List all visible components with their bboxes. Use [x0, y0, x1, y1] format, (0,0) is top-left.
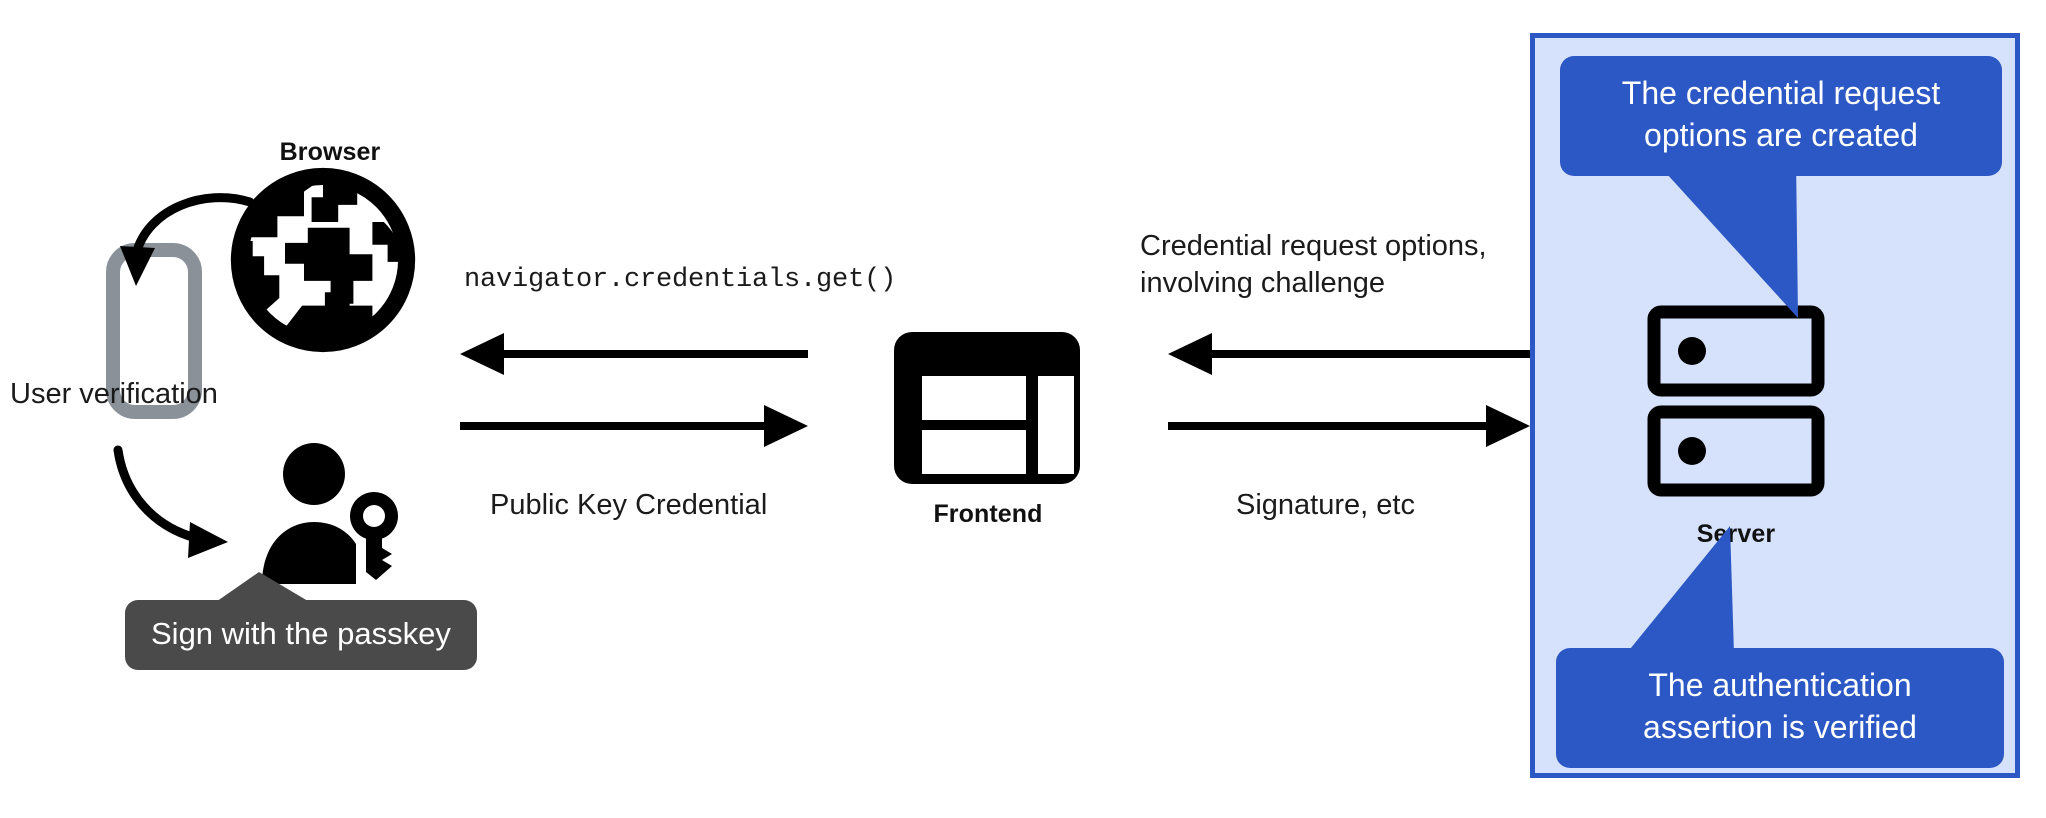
server-title: Server	[1696, 520, 1776, 548]
sign-with-passkey-tooltip: Sign with the passkey	[125, 572, 477, 671]
callout-bottom-tail	[1626, 526, 1734, 654]
web-layout-icon	[890, 328, 1084, 488]
credential-request-options-label: Credential request options, involving ch…	[1140, 230, 1487, 300]
callout-authentication-assertion: The authentication assertion is verified	[1556, 526, 2004, 769]
arrow-browser-to-phone	[100, 180, 290, 320]
arrow-frontend-to-server	[1168, 404, 1530, 448]
navigator-credentials-get-label: navigator.credentials.get()	[464, 265, 897, 295]
arrow-frontend-to-browser	[460, 332, 808, 376]
arrow-browser-to-frontend	[460, 404, 808, 448]
public-key-credential-label: Public Key Credential	[490, 489, 768, 521]
server-rack-icon	[1647, 305, 1825, 497]
passkey-tooltip-text: Sign with the passkey	[125, 600, 477, 671]
browser-title: Browser	[279, 138, 381, 166]
callout-top-tail	[1606, 156, 1798, 318]
user-verification-label: User verification	[10, 378, 218, 410]
callout-bottom-text: The authentication assertion is verified	[1556, 648, 2004, 769]
frontend-title: Frontend	[933, 500, 1043, 528]
callout-credential-request-options: The credential request options are creat…	[1560, 56, 2002, 318]
globe-icon	[228, 165, 418, 355]
person-with-key-icon	[252, 432, 412, 592]
arrow-server-to-frontend	[1168, 332, 1530, 376]
signature-etc-label: Signature, etc	[1236, 489, 1415, 521]
tooltip-pointer	[213, 572, 313, 604]
callout-top-text: The credential request options are creat…	[1560, 56, 2002, 177]
arrow-phone-to-user	[110, 440, 300, 570]
